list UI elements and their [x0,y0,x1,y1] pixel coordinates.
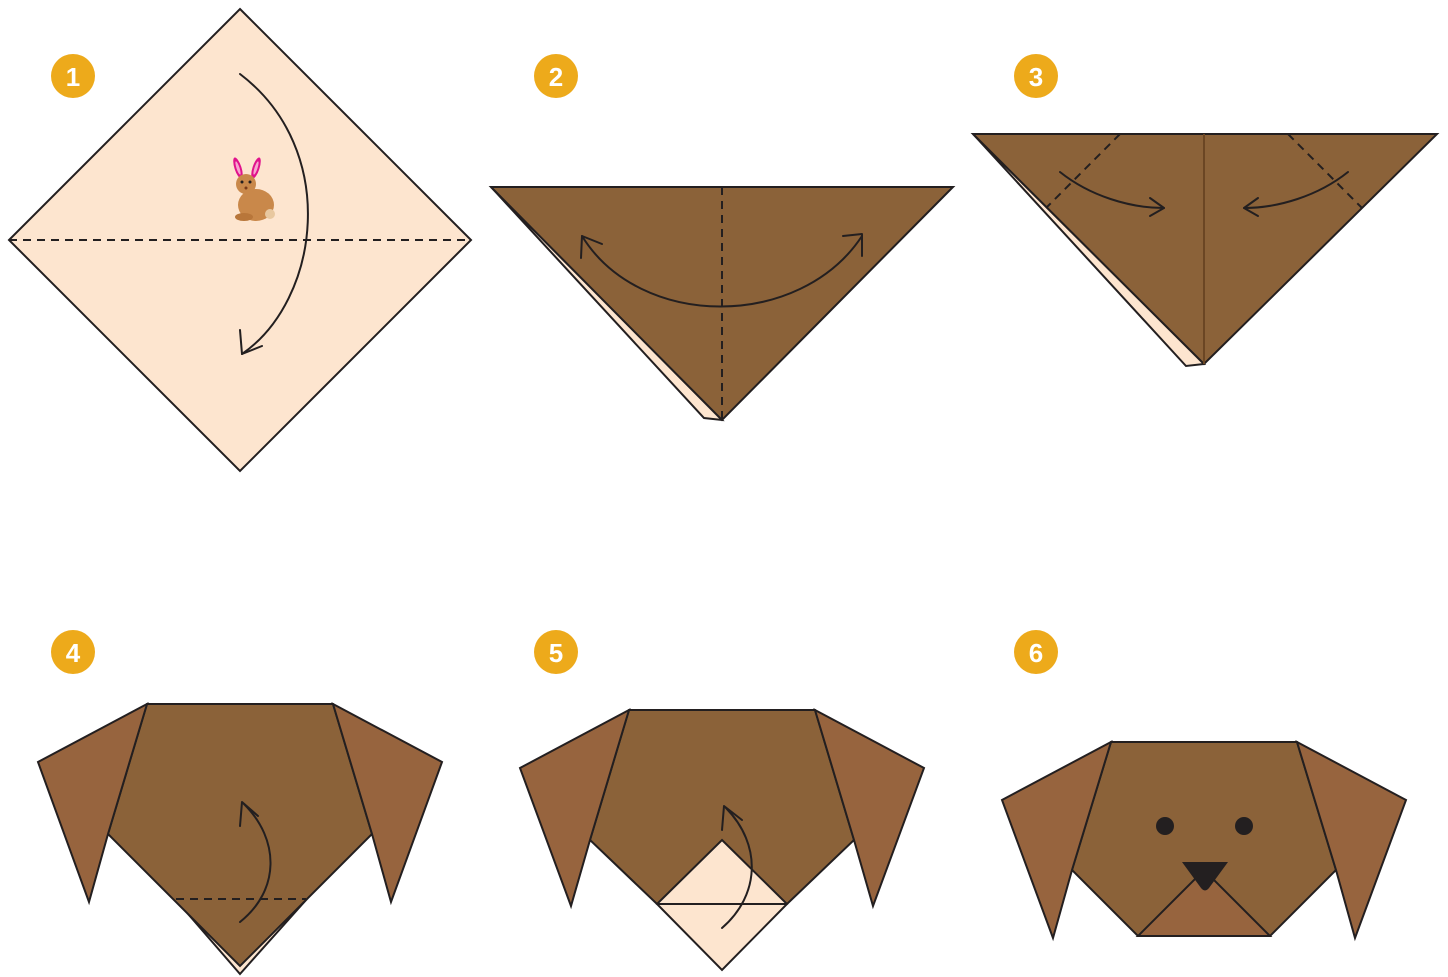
step-6-number: 6 [1029,638,1043,668]
step-4-badge: 4 [51,630,95,674]
step-6: 6 [1002,630,1406,938]
step-5-number: 5 [549,638,563,668]
step-1: 1 [9,9,471,471]
dog-head [108,704,372,966]
step-3-badge: 3 [1014,54,1058,98]
step-4: 4 [38,630,442,974]
right-eye [1235,817,1253,835]
step-6-badge: 6 [1014,630,1058,674]
step-2-number: 2 [549,62,563,92]
left-eye [1156,817,1174,835]
step-5: 5 [520,630,924,970]
step-2: 2 [491,54,953,420]
step-1-number: 1 [66,62,80,92]
step-4-number: 4 [66,638,81,668]
step-5-badge: 5 [534,630,578,674]
step-3-number: 3 [1029,62,1043,92]
step-2-badge: 2 [534,54,578,98]
step-1-badge: 1 [51,54,95,98]
step-3: 3 [973,54,1437,366]
